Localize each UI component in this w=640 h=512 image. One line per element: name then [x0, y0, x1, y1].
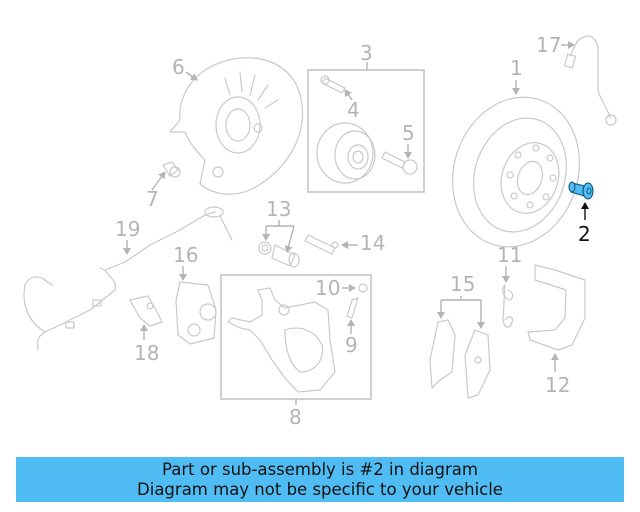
callout-19: 19 [115, 217, 140, 241]
screw-part-7[interactable] [162, 161, 181, 178]
banner-part-info: Part or sub-assembly is #2 in diagram [162, 459, 478, 479]
callout-7: 7 [146, 187, 159, 211]
caliper-part-8[interactable] [227, 287, 336, 393]
callout-8: 8 [289, 405, 302, 429]
dust-shield-part-6[interactable] [169, 57, 304, 195]
callout-15: 15 [450, 272, 475, 296]
callout-9: 9 [345, 333, 358, 357]
callout-10: 10 [315, 276, 340, 300]
spring-clip-part-11[interactable] [502, 284, 514, 328]
parts-diagram: 6 7 3 4 5 1 [23, 33, 617, 429]
assembly-box-3 [307, 69, 425, 193]
bleeder-cap-part-10[interactable] [358, 283, 368, 293]
callout-2: 2 [578, 222, 591, 246]
callout-6: 6 [172, 55, 185, 79]
callout-17: 17 [536, 33, 561, 57]
callout-1: 1 [510, 56, 523, 80]
brake-hose-part-17[interactable] [563, 35, 617, 126]
wheel-hub-part-3[interactable] [316, 122, 376, 184]
wheel-speed-sensor-part-18[interactable] [129, 295, 163, 327]
callout-13: 13 [266, 197, 291, 221]
caliper-bracket-part-12[interactable] [527, 264, 586, 351]
callout-14: 14 [360, 231, 385, 255]
parking-motor-part-16[interactable] [175, 281, 217, 345]
hub-bolt-part-4[interactable] [320, 75, 346, 94]
callout-18: 18 [134, 341, 159, 365]
info-banner: Part or sub-assembly is #2 in diagram Di… [16, 457, 624, 502]
hub-bolt-part-5[interactable] [381, 151, 418, 175]
brake-pads-part-15[interactable] [429, 319, 491, 399]
bolt-part-2-highlighted[interactable] [568, 181, 594, 200]
callout-5: 5 [402, 121, 415, 145]
brake-rotor-part-1[interactable] [434, 81, 599, 264]
caliper-bushing-part-13[interactable] [258, 241, 300, 268]
guide-pin-part-14[interactable] [304, 234, 339, 255]
banner-disclaimer: Diagram may not be specific to your vehi… [137, 479, 503, 499]
callout-16: 16 [173, 243, 198, 267]
callout-12: 12 [545, 373, 570, 397]
callout-4: 4 [347, 98, 360, 122]
callout-11: 11 [497, 243, 522, 267]
callout-3: 3 [360, 41, 373, 65]
bleeder-screw-part-9[interactable] [346, 297, 359, 319]
abs-wire-part-19[interactable] [23, 206, 233, 351]
